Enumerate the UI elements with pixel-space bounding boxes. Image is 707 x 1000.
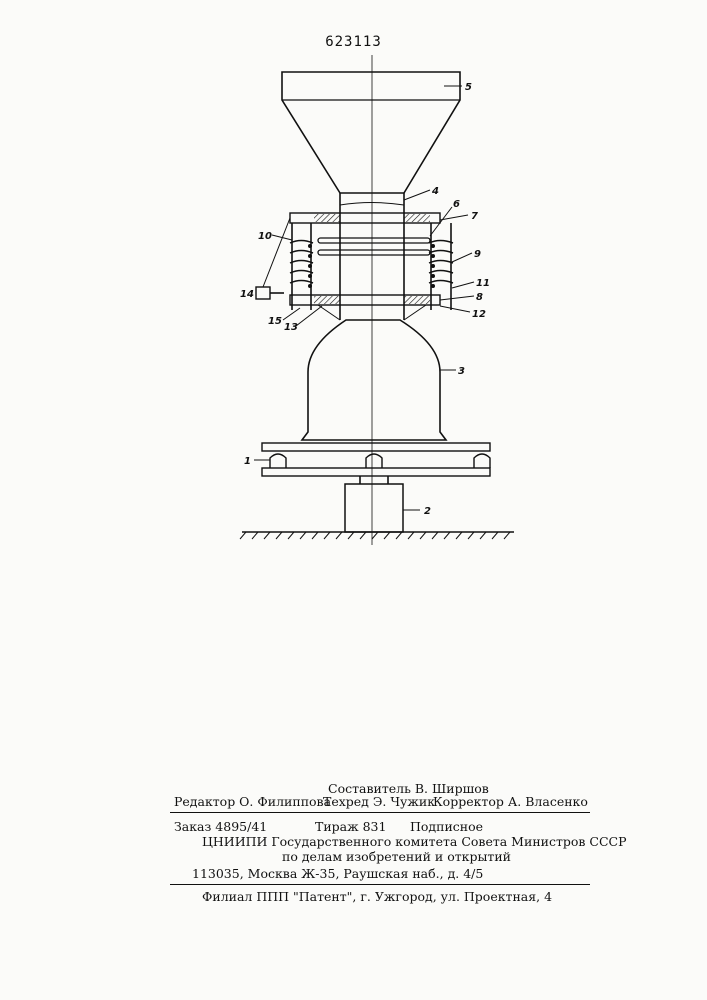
callout-7: 7 — [471, 211, 478, 222]
callout-3: 3 — [458, 366, 465, 377]
callout-15: 15 — [268, 316, 282, 327]
address: 113035, Москва Ж-35, Раушская наб., д. 4… — [192, 866, 483, 881]
container — [302, 320, 446, 440]
callout-12: 12 — [472, 309, 486, 320]
org-line-1: ЦНИИПИ Государственного комитета Совета … — [202, 834, 627, 849]
callout-10: 10 — [258, 231, 272, 242]
divider — [170, 812, 590, 813]
divider — [170, 884, 590, 885]
order: Заказ 4895/41 — [174, 819, 267, 834]
callout-1: 1 — [244, 456, 251, 467]
callout-8: 8 — [476, 292, 483, 303]
callout-11: 11 — [476, 278, 490, 289]
callout-4: 4 — [431, 186, 439, 197]
callout-2: 2 — [424, 506, 431, 517]
hopper — [282, 72, 460, 193]
callout-13: 13 — [284, 322, 298, 333]
callout-9: 9 — [474, 249, 481, 260]
techred: Техред Э. Чужик — [323, 794, 435, 809]
circulation: Тираж 831 — [315, 819, 386, 834]
platform-bottom — [262, 468, 490, 476]
platform-top — [262, 443, 490, 451]
callout-14: 14 — [240, 289, 254, 300]
sensor-box — [256, 287, 270, 299]
corrector: Корректор А. Власенко — [433, 794, 588, 809]
editor: Редактор О. Филиппова — [174, 794, 331, 809]
callout-6: 6 — [453, 199, 460, 210]
org-line-2: по делам изобретений и открытий — [282, 849, 511, 864]
branch: Филиал ППП "Патент", г. Ужгород, ул. Про… — [202, 889, 552, 904]
pillar — [345, 484, 403, 532]
technical-drawing: 5 4 6 7 9 11 8 12 10 14 15 13 3 1 2 — [0, 0, 707, 560]
subscription: Подписное — [410, 819, 483, 834]
callout-5: 5 — [465, 82, 472, 93]
